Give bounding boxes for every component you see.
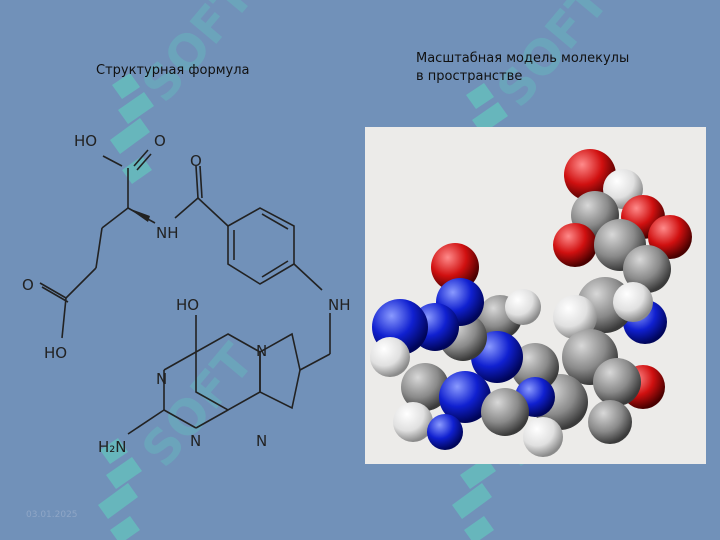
svg-text:SOFT: SOFT xyxy=(131,0,265,113)
structural-formula-caption: Структурная формула xyxy=(96,63,250,78)
space-filling-model xyxy=(365,127,706,464)
wedge-bond xyxy=(128,208,150,222)
formula-label-n1: N xyxy=(156,370,167,388)
atoms xyxy=(370,149,692,457)
formula-label-o-amide: O xyxy=(190,152,202,170)
formula-label-nh-amide: NH xyxy=(156,224,179,242)
formula-label-nh-link: NH xyxy=(328,296,351,314)
molecule-model-image xyxy=(370,149,692,457)
formula-bonds xyxy=(39,149,331,435)
structural-formula-diagram: HO O NH O O HO NH HO N N N N H₂N xyxy=(22,132,351,456)
formula-label-ho-side: HO xyxy=(44,344,67,362)
formula-label-ho-ring: HO xyxy=(176,296,199,314)
formula-label-o-side: O xyxy=(22,276,34,294)
slide-date: 03.01.2025 xyxy=(26,510,78,520)
spatial-model-caption: Масштабная модель молекулы в пространств… xyxy=(416,51,630,84)
formula-label-ho-top: HO xyxy=(74,132,97,150)
formula-label-n3: N xyxy=(190,432,201,450)
formula-label-n2: N xyxy=(256,342,267,360)
formula-label-h2n: H₂N xyxy=(98,438,127,456)
formula-label-o-top: O xyxy=(154,132,166,150)
formula-label-n4: N xyxy=(256,432,267,450)
